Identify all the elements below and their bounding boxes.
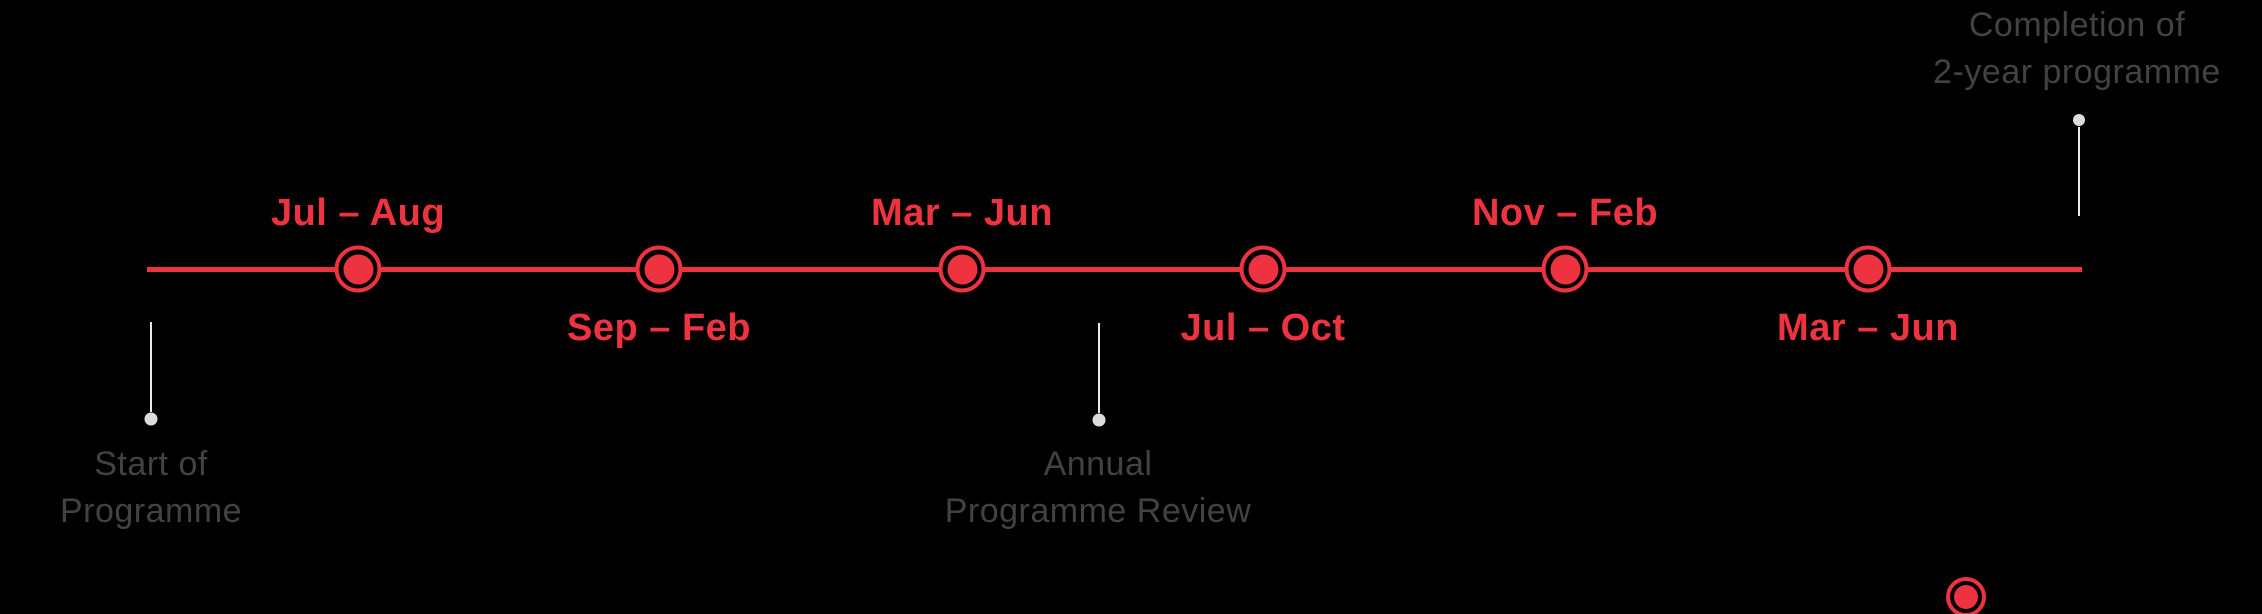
node-dot-icon <box>644 254 674 284</box>
callout-start-text: Start of Programme <box>60 441 242 535</box>
callout-connector-line <box>150 322 152 412</box>
node-dot-icon <box>1853 254 1883 284</box>
milestone-label: Sep – Feb <box>567 307 751 349</box>
callout-start-line1: Start of <box>94 445 208 483</box>
callout-completion-line2: 2-year programme <box>1933 53 2221 91</box>
timeline-node-partial <box>1946 577 1986 614</box>
timeline-node <box>938 245 986 293</box>
timeline-node <box>635 245 683 293</box>
callout-start-line2: Programme <box>59 492 243 530</box>
callout-completion-line1: Completion of <box>1968 6 2186 44</box>
node-dot-icon <box>1954 585 1978 609</box>
callout-dot-icon <box>1092 413 1106 427</box>
callout-annual-line2: Programme Review <box>944 492 1252 530</box>
callout-dot-icon <box>144 412 158 426</box>
timeline-line <box>147 267 2082 272</box>
timeline-node <box>334 245 382 293</box>
callout-dot-icon <box>2073 114 2085 126</box>
node-dot-icon <box>1248 254 1278 284</box>
milestone-label: Mar – Jun <box>871 192 1053 234</box>
milestone-label: Nov – Feb <box>1471 192 1659 234</box>
callout-annual-line1: Annual <box>1043 445 1153 483</box>
callout-connector-line <box>1098 323 1100 413</box>
node-dot-icon <box>947 254 977 284</box>
node-dot-icon <box>343 254 373 284</box>
callout-connector-line <box>2078 127 2080 216</box>
timeline-node <box>1844 245 1892 293</box>
milestone-label: Jul – Aug <box>270 192 446 234</box>
timeline-node <box>1541 245 1589 293</box>
timeline-node <box>1239 245 1287 293</box>
milestone-label: Mar – Jun <box>1777 307 1959 349</box>
milestone-label: Jul – Oct <box>1180 307 1346 349</box>
callout-annual-text: Annual Programme Review <box>945 441 1252 535</box>
callout-completion-text: Completion of 2-year programme <box>1933 2 2221 96</box>
node-dot-icon <box>1550 254 1580 284</box>
